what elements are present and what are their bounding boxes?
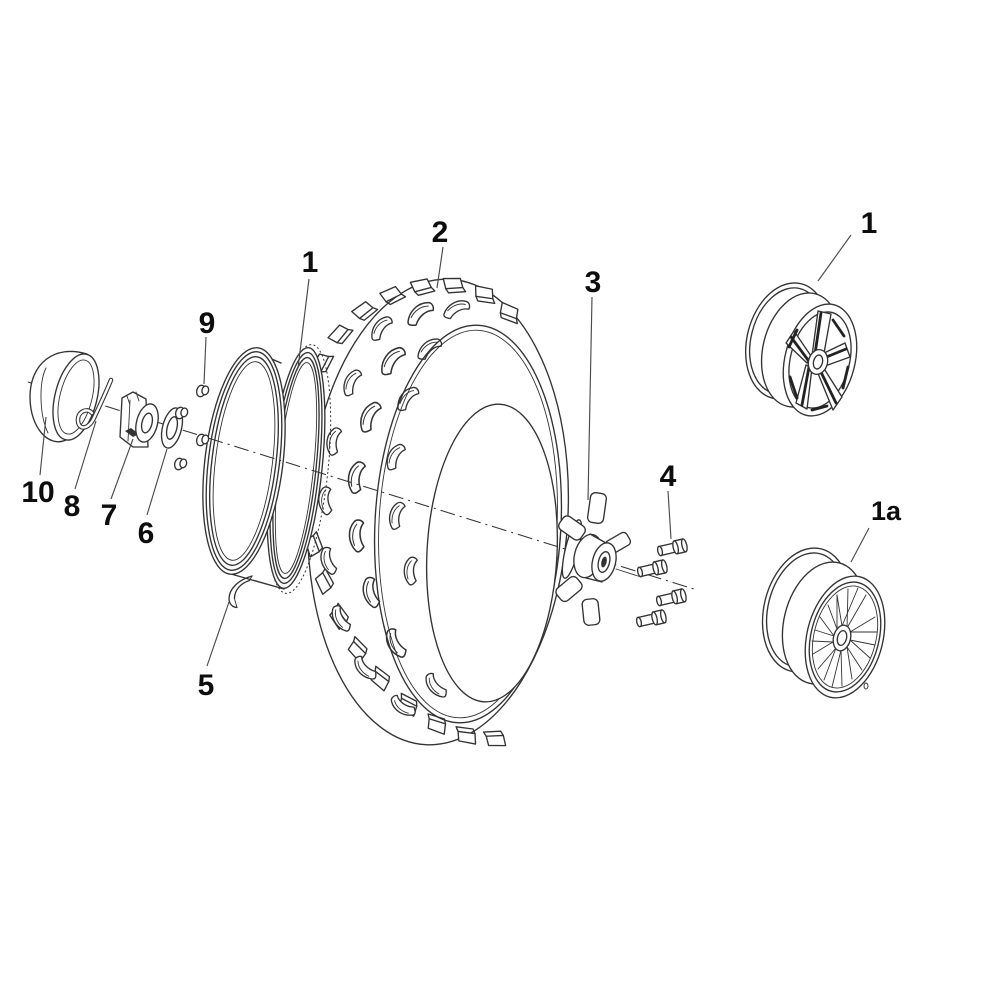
hub-bolts-drawing bbox=[634, 537, 689, 630]
wheel-rim-drawing bbox=[202, 344, 332, 594]
callout-label-lug-nuts: 9 bbox=[199, 307, 216, 340]
tire-drawing bbox=[294, 276, 570, 748]
callout-label-bolts: 4 bbox=[660, 460, 677, 493]
callout-label-hub: 3 bbox=[585, 266, 602, 299]
wheel1-spokes bbox=[785, 310, 851, 412]
cotter-pin-drawing bbox=[75, 377, 114, 430]
callout-label-washer: 6 bbox=[138, 517, 155, 550]
callout-label-clip: 5 bbox=[198, 669, 215, 702]
castle-nut-drawing bbox=[119, 391, 159, 448]
callout-leader-lines bbox=[39, 234, 870, 667]
wheel-hub-drawing bbox=[555, 492, 642, 626]
callout-label-cotter-pin: 8 bbox=[64, 490, 81, 523]
callout-label-tire: 2 bbox=[432, 216, 449, 249]
callout-label-wheel-1a: 1a bbox=[871, 496, 902, 526]
callout-label-dust-cap: 10 bbox=[21, 476, 54, 509]
callout-labels: 1 2 3 4 5 6 7 8 9 10 1 1a bbox=[21, 207, 902, 702]
wheel1a-spokes bbox=[811, 587, 878, 688]
callout-label-rim: 1 bbox=[302, 246, 319, 279]
rim-clip-drawing bbox=[228, 575, 253, 609]
alloy-wheel-style-1a-drawing bbox=[761, 547, 886, 699]
callout-label-wheel-1: 1 bbox=[861, 207, 878, 240]
tire-bead-hole bbox=[425, 403, 559, 703]
alloy-wheel-style-1-drawing bbox=[744, 282, 858, 417]
dust-cap-drawing bbox=[29, 350, 100, 443]
callout-label-castle-nut: 7 bbox=[101, 499, 118, 532]
